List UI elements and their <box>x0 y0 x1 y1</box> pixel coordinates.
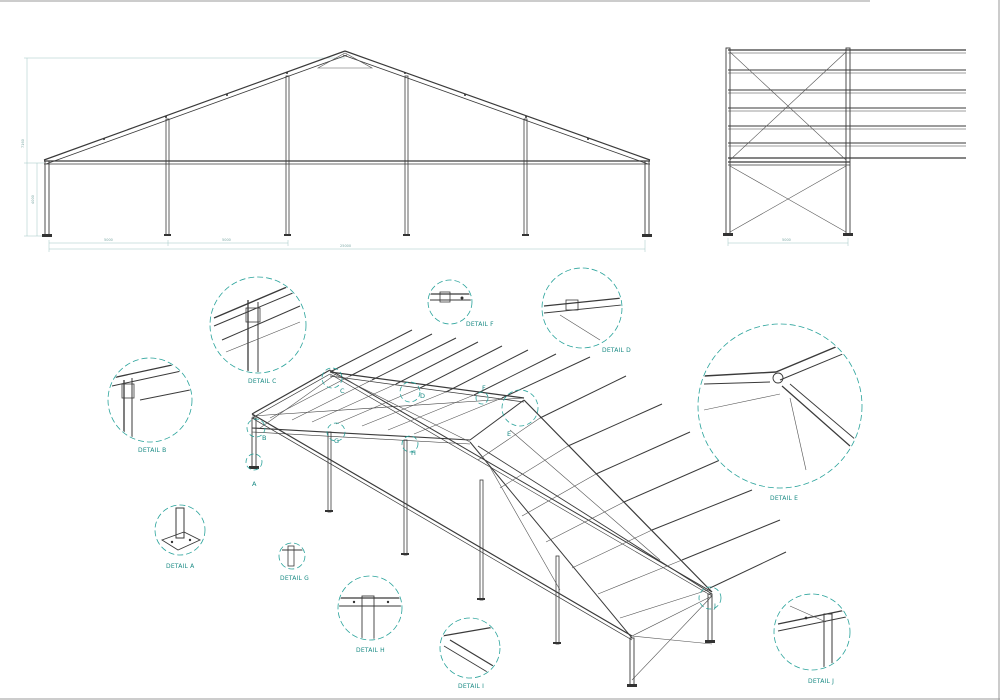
isometric-view: A B C G D H F E J <box>245 329 787 687</box>
front-columns <box>44 75 650 236</box>
iso-gable-end <box>251 369 525 445</box>
detail-i: DETAIL I <box>439 617 501 690</box>
detail-b: DETAIL B <box>107 357 193 454</box>
dim-front-total: 25000 <box>340 244 351 248</box>
detail-f-label: DETAIL F <box>466 321 494 328</box>
mark-g: G <box>334 437 339 445</box>
side-dimensions: 5000 <box>727 238 849 246</box>
iso-callout-letters: A B C G D H F E J <box>252 384 716 610</box>
detail-d-label: DETAIL D <box>602 347 631 354</box>
side-elevation: 5000 <box>723 47 966 246</box>
iso-ridge <box>469 399 713 639</box>
front-ridge <box>316 52 374 69</box>
side-bracing <box>729 51 847 233</box>
detail-a: DETAIL A <box>154 504 206 570</box>
mark-e: E <box>507 430 511 438</box>
front-dimensions: 7160 4000 5000 5000 25000 <box>21 57 646 252</box>
detail-i-label: DETAIL I <box>458 683 484 690</box>
mark-h: H <box>411 449 416 457</box>
detail-h: DETAIL H <box>337 575 403 654</box>
front-eave-beam <box>44 160 650 165</box>
detail-a-label: DETAIL A <box>166 563 195 570</box>
detail-h-label: DETAIL H <box>356 647 385 654</box>
dim-span-1: 5000 <box>104 238 113 242</box>
detail-g: DETAIL G <box>278 542 309 582</box>
iso-bracing <box>259 371 713 681</box>
dim-height-ridge: 7160 <box>21 139 25 148</box>
mark-f: F <box>482 384 486 392</box>
detail-g-label: DETAIL G <box>280 575 309 582</box>
detail-c: DETAIL C <box>209 276 307 385</box>
mark-d: D <box>420 392 425 400</box>
detail-e: DETAIL E <box>697 323 863 502</box>
detail-e-label: DETAIL E <box>770 495 798 502</box>
dim-span-2: 5000 <box>222 238 231 242</box>
detail-c-label: DETAIL C <box>248 378 277 385</box>
mark-j: J <box>713 602 716 610</box>
dim-height-eave: 4000 <box>31 195 35 204</box>
detail-j-label: DETAIL J <box>808 678 834 685</box>
detail-f: DETAIL F <box>427 279 494 328</box>
detail-j: DETAIL J <box>773 593 851 685</box>
front-rafter-connectors <box>103 72 589 140</box>
mark-b: B <box>262 434 266 442</box>
side-purlins <box>728 49 966 166</box>
detail-b-label: DETAIL B <box>138 447 166 454</box>
front-elevation: 7160 4000 5000 5000 25000 <box>21 50 652 252</box>
iso-eave-beams <box>251 369 713 641</box>
iso-callouts <box>245 367 722 610</box>
front-rafters <box>43 50 651 165</box>
side-columns <box>723 47 853 236</box>
iso-columns <box>249 417 715 687</box>
dim-side-total: 5000 <box>782 238 791 242</box>
mark-a: A <box>252 480 257 488</box>
mark-c: C <box>340 387 345 395</box>
detail-d: DETAIL D <box>541 267 631 354</box>
front-base-plates <box>42 234 652 237</box>
